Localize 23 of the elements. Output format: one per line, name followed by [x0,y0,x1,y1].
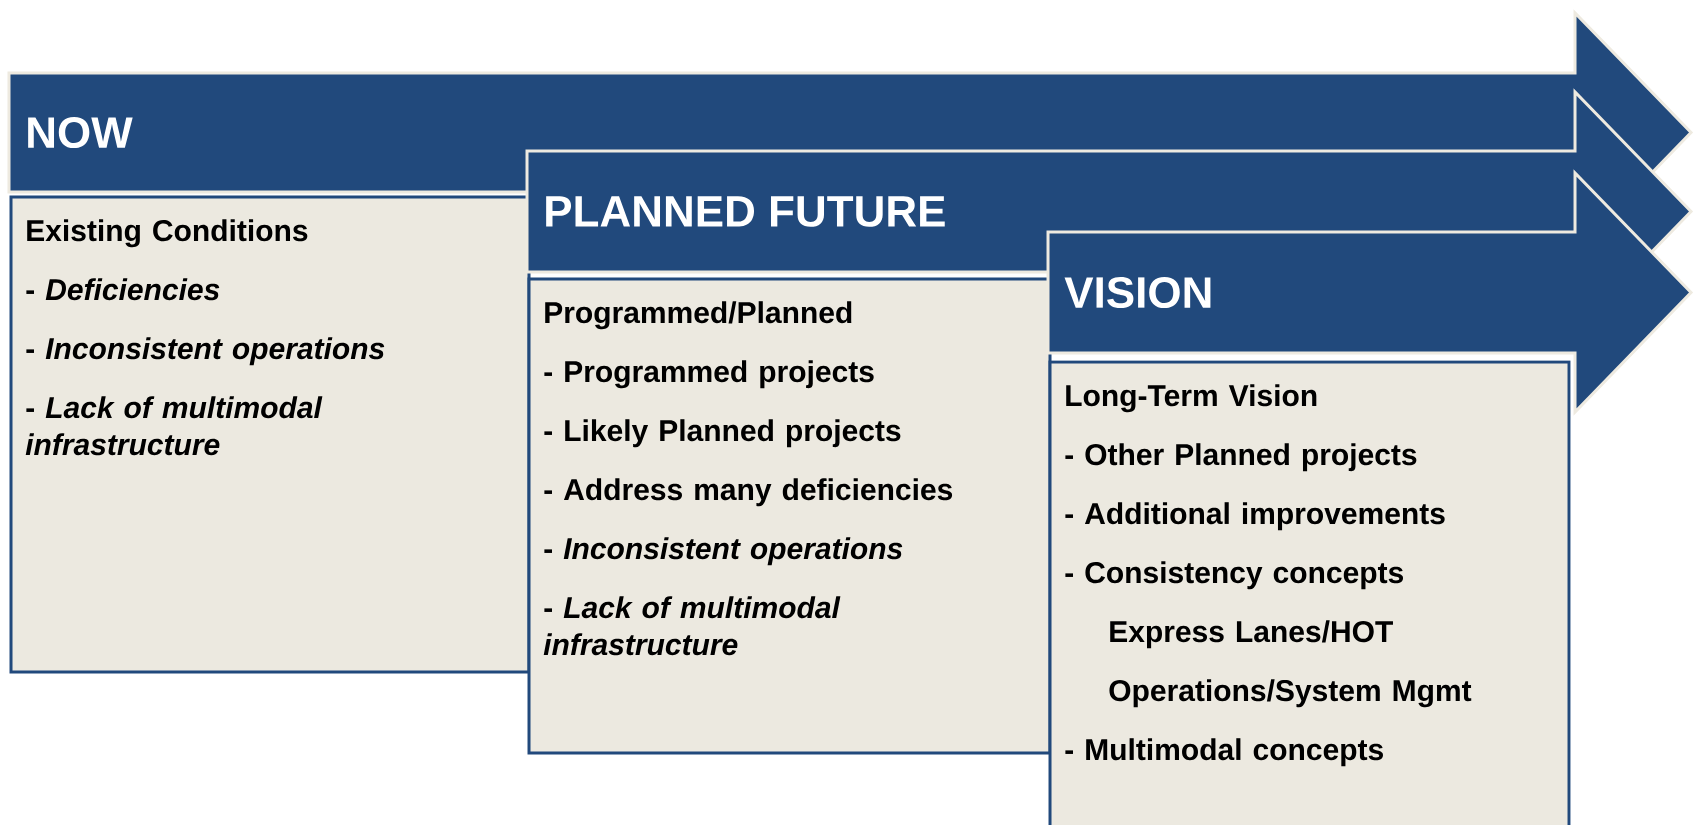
text-panel [527,277,1052,755]
node-label: NOW [28,116,133,149]
list-item: - Multimodal concepts [1065,738,1383,767]
list-item: - Other Planned projects [1065,443,1417,472]
list-item: - Lack of multimodal infrastructure [543,596,841,656]
list-item: - Consistency concepts [1065,561,1404,590]
panel-heading: Programmed/Planned [545,301,852,330]
list-item: Operations/System Mgmt [1109,679,1472,708]
list-item: - Lack of multimodal infrastructure [25,396,323,456]
list-item: - Address many deficiencies [544,478,953,507]
text-panel [9,195,531,674]
panel-heading: Long-Term Vision [1066,384,1317,413]
list-item: Express Lanes/HOT [1110,620,1393,649]
panel-heading: Existing Conditions [27,219,308,248]
list-item: - Deficiencies [26,278,220,301]
list-item: - Programmed projects [544,360,874,389]
list-item: - Inconsistent operations [544,537,903,566]
text-panel [1048,360,1571,825]
list-item: - Additional improvements [1065,502,1445,531]
list-item: - Likely Planned projects [544,419,901,448]
node-label: PLANNED FUTURE [546,196,945,227]
node-label: VISION [1064,276,1211,309]
list-item: - Inconsistent operations [26,337,385,366]
